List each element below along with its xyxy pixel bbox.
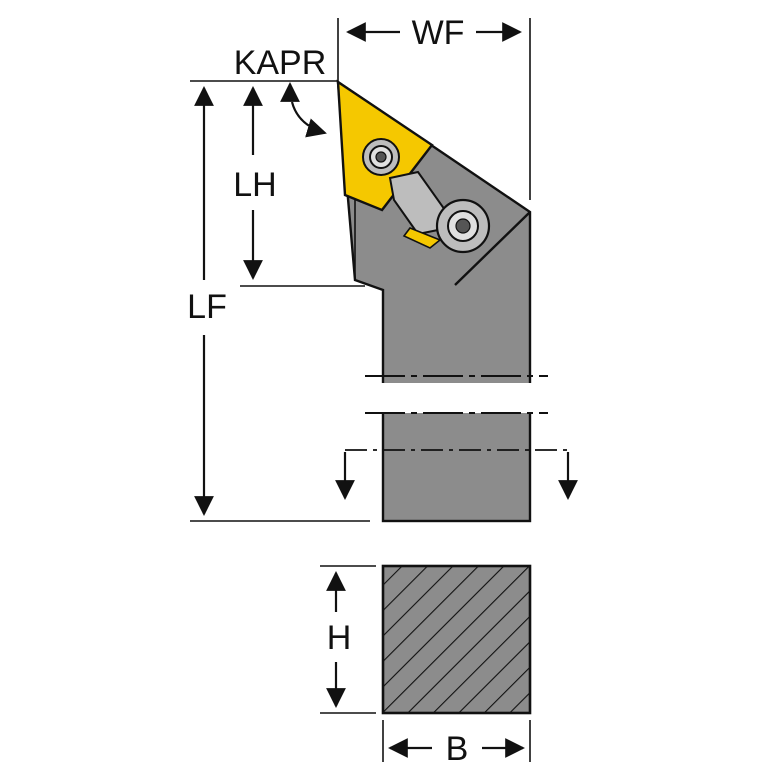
wf-label: WF: [412, 14, 465, 52]
kapr-label: KAPR: [234, 44, 327, 82]
b-label: B: [446, 730, 469, 767]
kapr-dimension: KAPR: [190, 44, 338, 138]
h-dimension: H: [320, 565, 376, 714]
wf-dimension: WF: [337, 14, 531, 200]
clamp-screw-icon: [435, 198, 491, 254]
shank-cross-section: [381, 564, 532, 715]
lh-label: LH: [233, 166, 276, 204]
b-dimension: B: [382, 720, 531, 767]
lf-label: LF: [187, 288, 227, 326]
lf-dimension: LF: [187, 86, 370, 522]
section-cut-line: [335, 449, 578, 500]
lever-tip: [402, 227, 442, 249]
insert-screw-icon: [362, 138, 400, 176]
lh-dimension: LH: [233, 86, 365, 287]
clamp-edge: [454, 211, 531, 286]
h-label: H: [327, 619, 352, 657]
